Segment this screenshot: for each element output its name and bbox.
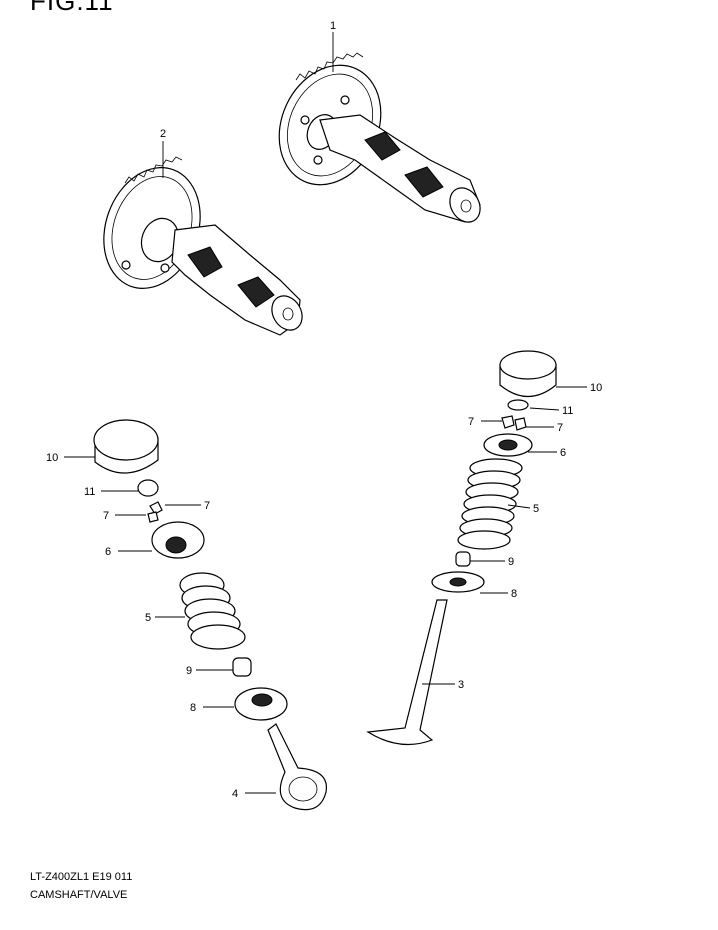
callout-2: 2: [160, 128, 166, 140]
leader-lines: [64, 32, 587, 794]
spring-left: [179, 572, 246, 650]
callout-5-left: 5: [145, 612, 151, 624]
callout-7-left-b: 7: [103, 510, 109, 522]
seal-right: [455, 551, 471, 567]
callout-numbers: 1 2 3 4 5 5 6 6 7 7 7 7 8 8 9 9 10 10 11…: [46, 20, 602, 800]
model-code: LT-Z400ZL1 E19 011: [30, 871, 133, 883]
callout-8-left: 8: [190, 702, 196, 714]
shim-left: [137, 479, 159, 497]
callout-7-left-a: 7: [204, 500, 210, 512]
figure-title: FIG.11: [30, 0, 114, 16]
callout-9-right: 9: [508, 556, 514, 568]
callout-8-right: 8: [511, 588, 517, 600]
shim-right: [507, 399, 529, 411]
callout-5-right: 5: [533, 503, 539, 515]
retainer-left: [151, 521, 205, 559]
callout-7-right-a: 7: [468, 416, 474, 428]
seal-left: [232, 657, 252, 677]
callout-10-right: 10: [590, 382, 602, 394]
valve-3: [366, 599, 448, 746]
callout-9-left: 9: [186, 665, 192, 677]
tappet-left: [93, 419, 159, 474]
camshaft-1: [278, 52, 481, 223]
seat-right: [431, 571, 485, 593]
callout-1: 1: [330, 20, 336, 32]
callout-11-right: 11: [562, 405, 573, 417]
seat-left: [234, 687, 288, 721]
callout-6-right: 6: [560, 447, 566, 459]
valve-4: [267, 723, 328, 811]
callout-6-left: 6: [105, 546, 111, 558]
tappet-right: [499, 350, 557, 397]
cotters-right: [501, 415, 527, 431]
callout-7-right-b: 7: [557, 422, 563, 434]
callout-11-left: 11: [84, 486, 95, 498]
retainer-right: [483, 433, 533, 457]
section-name: CAMSHAFT/VALVE: [30, 889, 128, 901]
camshaft-2: [103, 156, 303, 336]
callout-4: 4: [232, 788, 238, 800]
spring-right: [457, 458, 523, 550]
callout-10-left: 10: [46, 452, 58, 464]
callout-3: 3: [458, 679, 464, 691]
cotters-left: [147, 501, 163, 523]
